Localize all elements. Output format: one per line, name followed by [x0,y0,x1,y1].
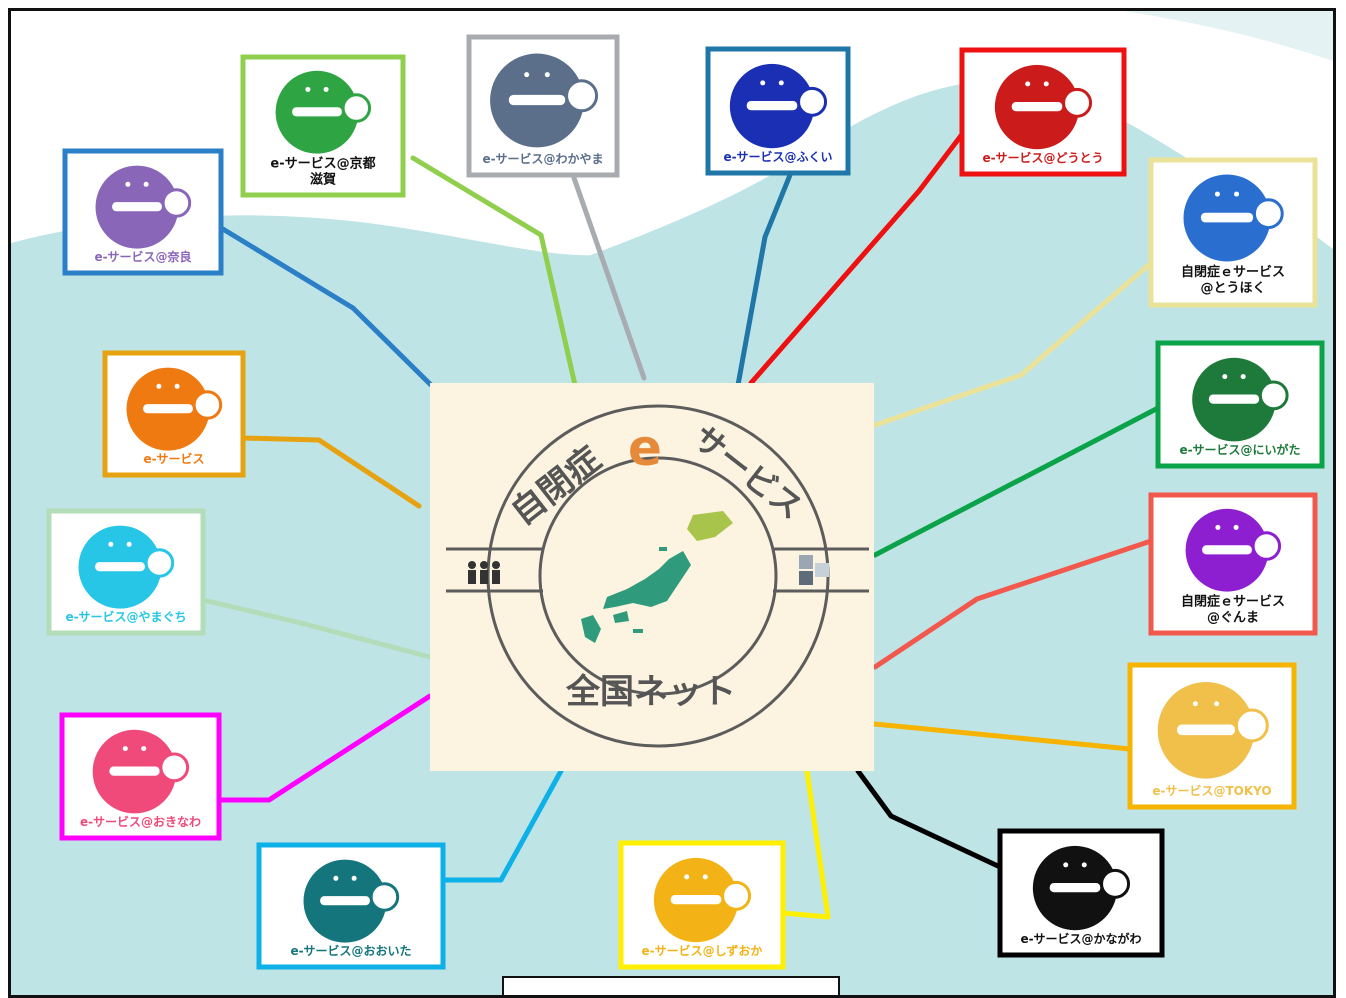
connector-tokyo [872,721,1133,752]
connector-yamaguchi [196,596,433,660]
background-wave-light [1123,11,1333,61]
logo-label-second-line: 滋賀 [310,171,336,187]
e-mascot-icon [1032,845,1131,931]
e-mascot-icon [95,165,192,249]
logo-label-second-line: @とうほく [1200,281,1265,296]
logo-label: e-サービス@どうとう [982,150,1103,165]
logo-label-second-line: @ぐんま [1207,610,1259,625]
logo-orange[interactable]: e-サービス [102,350,246,478]
caption-box [502,976,840,995]
connector-niigata [872,405,1161,558]
connector-gunma [872,538,1154,670]
connector-kanagawa [855,768,1003,870]
logo-shizuoka[interactable]: e-サービス@しずおか [618,840,786,970]
connector-shizuoka [780,768,831,920]
logo-nara[interactable]: e-サービス@奈良 [62,148,224,276]
people-icon [468,561,500,584]
logo-label: e-サービス@おきなわ [80,814,201,829]
logo-ooita[interactable]: e-サービス@おおいた [256,842,446,970]
logo-label: e-サービス@にいがた [1179,442,1300,457]
logo-label: e-サービス@かながわ [1020,931,1141,946]
logo-tokyo[interactable]: e-サービス@TOKYO [1127,662,1297,810]
logo-label: e-サービス [143,451,204,466]
e-mascot-icon [1157,682,1269,779]
logo-gunma[interactable]: 自閉症ｅサービス@ぐんま [1148,492,1318,636]
logo-label: e-サービス@わかやま [482,151,603,166]
center-title-e: e [628,419,662,477]
logo-label: e-サービス@京都 [270,155,375,171]
logo-touhoku[interactable]: 自閉症ｅサービス@とうほく [1148,157,1318,308]
japan-map-icon [581,511,733,643]
logo-label: e-サービス@しずおか [642,943,763,958]
logo-label: 自閉症ｅサービス [1181,593,1285,609]
e-mascot-icon [1185,508,1282,592]
logo-wakayama[interactable]: e-サービス@わかやま [466,34,620,178]
connector-okinawa [216,693,433,803]
connector-nara [210,220,434,388]
logo-label: e-サービス@おおいた [290,943,411,958]
connector-ooita [440,768,564,883]
e-mascot-icon [653,857,752,943]
connector-kyoto-shiga [410,155,578,388]
e-mascot-icon [490,53,599,148]
connector-touhoku [872,260,1154,428]
e-mascot-icon [729,63,828,149]
connector-orange [240,435,422,509]
e-mascot-icon [994,64,1093,150]
e-mascot-icon [78,525,175,609]
puzzle-icon [799,555,829,585]
network-diagram: 自閉症 e サービス 全国ネット e-サービス@奈良e-サービス@京都滋賀e-サ… [11,11,1333,995]
connector-fukui [735,172,793,388]
logo-label: 自閉症ｅサービス [1181,264,1285,280]
logo-doutou[interactable]: e-サービス@どうとう [959,47,1127,177]
center-inner-ring [538,456,778,696]
logo-yamaguchi[interactable]: e-サービス@やまぐち [46,508,206,636]
logo-kanagawa[interactable]: e-サービス@かながわ [997,828,1165,958]
logo-label: e-サービス@奈良 [94,249,191,264]
center-bottom-text: 全国ネット [565,672,736,712]
logo-niigata[interactable]: e-サービス@にいがた [1155,340,1325,469]
e-mascot-icon [275,70,372,154]
center-logo: 自閉症 e サービス 全国ネット [430,383,874,771]
logo-label: e-サービス@ふくい [723,149,832,164]
logo-fukui[interactable]: e-サービス@ふくい [705,46,851,176]
logo-okinawa[interactable]: e-サービス@おきなわ [59,712,222,841]
connector-wakayama [570,172,647,381]
logo-label: e-サービス@TOKYO [1152,783,1271,798]
e-mascot-icon [92,729,190,814]
logo-label: e-サービス@やまぐち [65,609,186,624]
connector-doutou [748,130,966,386]
e-mascot-icon [303,859,400,943]
e-mascot-icon [1183,174,1284,262]
e-mascot-icon [126,367,223,451]
e-mascot-icon [1192,357,1289,442]
